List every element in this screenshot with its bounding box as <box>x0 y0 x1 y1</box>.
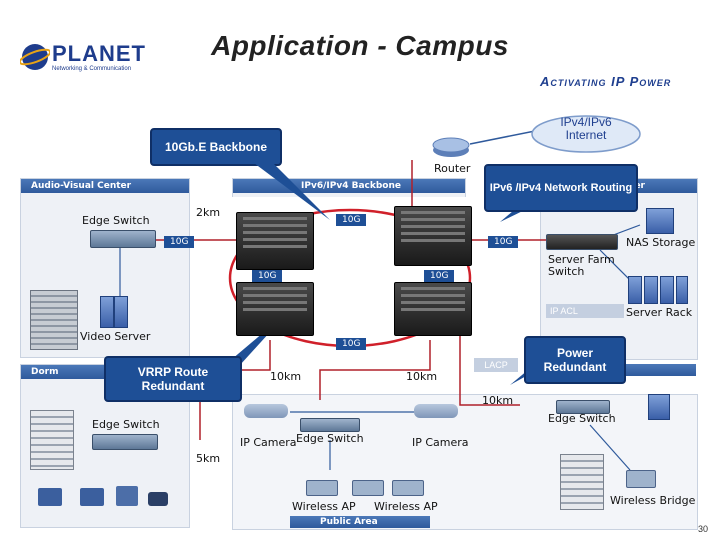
ip-camera-1-label: IP Camera <box>240 436 297 449</box>
laptop-icon-1 <box>38 488 62 506</box>
building-icon-dorm <box>30 410 74 470</box>
video-server-label: Video Server <box>80 330 151 343</box>
pc-icon <box>116 486 138 506</box>
link-label-mid-left: 10G <box>252 270 283 282</box>
nas-storage[interactable] <box>646 208 674 234</box>
logo-subtitle: Networking & Communication <box>52 66 132 72</box>
zone-public-header: Public Area <box>290 516 430 528</box>
building-icon-right <box>560 454 604 510</box>
laptop-icon-2 <box>80 488 104 506</box>
distance-10km-c: 10km <box>482 394 514 407</box>
cloud-icon <box>531 115 641 153</box>
wireless-ap-2[interactable] <box>352 480 384 496</box>
wireless-ap-1-label: Wireless AP <box>292 500 356 513</box>
distance-10km-a: 10km <box>270 370 302 383</box>
zone-audio-visual-header: Audio-Visual Center <box>21 179 189 193</box>
zone-public <box>232 394 698 530</box>
edge-switch-dorm[interactable] <box>92 434 158 450</box>
edge-switch-public-label: Edge Switch <box>296 432 364 445</box>
core-switch-2[interactable] <box>394 206 472 266</box>
video-server-2[interactable] <box>114 296 128 328</box>
ip-camera-1[interactable] <box>244 404 288 418</box>
wireless-bridge-label: Wireless Bridge <box>610 494 696 507</box>
server-farm-switch[interactable] <box>546 234 618 250</box>
wireless-ap-2-label: Wireless AP <box>374 500 438 513</box>
rack-unit-2 <box>644 276 658 304</box>
router[interactable] <box>432 136 470 158</box>
distance-2km: 2km <box>196 206 221 219</box>
edge-switch-right-label: Edge Switch <box>548 412 616 425</box>
video-server[interactable] <box>100 296 114 328</box>
wireless-ap-3[interactable] <box>392 480 424 496</box>
edge-switch-av-label: Edge Switch <box>82 214 150 227</box>
logo-text: PLANET <box>52 41 146 66</box>
lacp-box: LACP <box>474 358 518 372</box>
public-fiber <box>319 340 431 400</box>
router-icon <box>432 137 470 157</box>
link-label-bottom: 10G <box>336 338 367 350</box>
link-label-right: 10G <box>488 236 519 248</box>
ip-camera-2[interactable] <box>414 404 458 418</box>
edge-switch-public[interactable] <box>300 418 360 432</box>
router-label: Router <box>434 162 471 175</box>
core-switch-1[interactable] <box>236 212 314 270</box>
core-switch-4[interactable] <box>394 282 472 336</box>
rack-unit-4 <box>676 276 688 304</box>
core-switch-3[interactable] <box>236 282 314 336</box>
nas-storage-label: NAS Storage <box>626 236 696 249</box>
bridge-link <box>589 424 631 471</box>
callout-power: Power Redundant <box>524 336 626 384</box>
page-title: Application - Campus <box>211 30 509 61</box>
edge-switch-right[interactable] <box>556 400 610 414</box>
link-label-top: 10G <box>336 214 367 226</box>
edge-switch-av[interactable] <box>90 230 156 248</box>
cloud-label: IPv4/IPv6 Internet <box>560 115 612 142</box>
tagline: Activating IP Power <box>540 74 672 89</box>
link-label-left: 10G <box>164 236 195 248</box>
wireless-ap-1[interactable] <box>306 480 338 496</box>
distance-10km-b: 10km <box>406 370 438 383</box>
building-icon-av <box>30 290 78 350</box>
zone-right-header <box>620 364 696 376</box>
internet-cloud: IPv4/IPv6 Internet <box>528 112 644 154</box>
ip-camera-2-label: IP Camera <box>412 436 469 449</box>
right-server[interactable] <box>648 394 670 420</box>
page-number: 30 <box>697 524 708 534</box>
server-rack-label: Server Rack <box>626 306 693 319</box>
rack-unit-1 <box>628 276 642 304</box>
wireless-bridge[interactable] <box>626 470 656 488</box>
right-fiber <box>459 330 520 406</box>
callout-vrrp: VRRP Route Redundant <box>104 356 242 402</box>
distance-5km: 5km <box>196 452 221 465</box>
link-label-mid-right: 10G <box>424 270 455 282</box>
server-farm-switch-label: Server Farm Switch <box>548 253 615 278</box>
ip-acl-box: IP ACL <box>546 304 624 318</box>
server-rack[interactable] <box>628 276 688 304</box>
internet-link <box>469 129 541 145</box>
rack-unit-3 <box>660 276 674 304</box>
callout-routing: IPv6 /IPv4 Network Routing <box>484 164 638 212</box>
callout-backbone: 10Gb.E Backbone <box>150 128 282 166</box>
ip-phone-icon <box>148 492 168 506</box>
edge-switch-dorm-label: Edge Switch <box>92 418 160 431</box>
